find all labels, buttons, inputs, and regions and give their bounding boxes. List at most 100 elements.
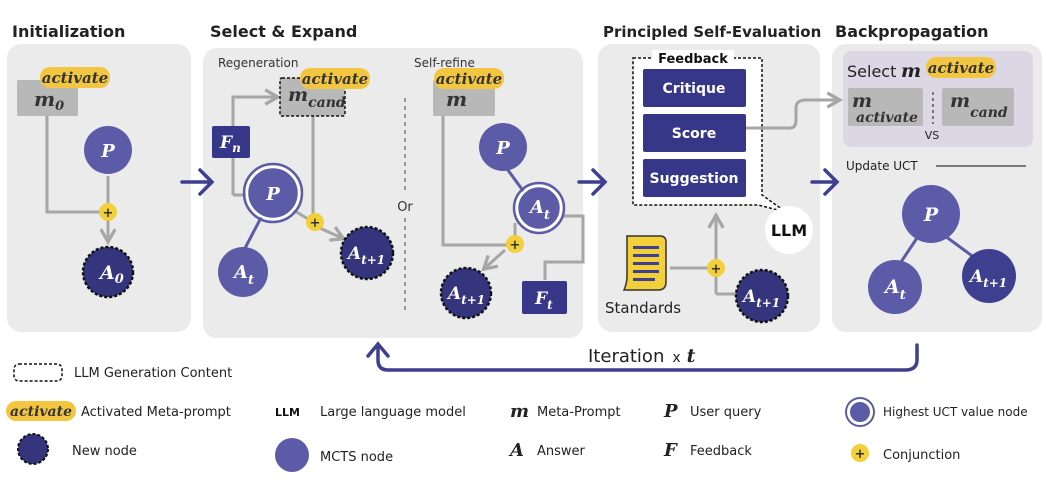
legend-highest-uct-label: Highest UCT value node: [883, 405, 1028, 419]
conjunction-icon: [506, 235, 524, 253]
select-label: Select: [847, 62, 896, 81]
node-p-label: P: [495, 138, 510, 159]
legend-new-node-swatch: [17, 433, 49, 465]
legend-user-query-label: User query: [690, 405, 762, 420]
self-refine-label: Self-refine: [414, 56, 475, 70]
legend-llm-content-swatch: [13, 363, 63, 382]
at-label: At: [232, 262, 254, 288]
regeneration-label: Regeneration: [218, 56, 298, 70]
conjunction-icon: [707, 259, 725, 277]
legend-highest-uct-swatch: [848, 400, 872, 424]
node-p-label: P: [923, 204, 939, 226]
m-label: m: [446, 87, 467, 111]
at1-label: At+1: [446, 284, 485, 307]
node-p: [479, 123, 527, 171]
legend-activate-swatch: [6, 401, 76, 421]
legend-meta-prompt-label: Meta-Prompt: [537, 405, 621, 420]
legend-feedback-label: Feedback: [690, 444, 752, 459]
stage-arrow-3: [810, 168, 840, 196]
node-at1: [962, 249, 1016, 303]
highest-uct-node-p: [245, 165, 301, 221]
at1-label: At+1: [346, 244, 385, 267]
self-evaluation-group: Feedback Critique Score Suggestion LLM S…: [605, 50, 844, 324]
feedback-item-score-label: Score: [672, 126, 716, 142]
llm-badge-label: LLM: [771, 221, 807, 240]
feedback-title: Feedback: [658, 52, 728, 67]
m-activate-sub: activate: [856, 110, 918, 126]
self-refine-group: Self-refine m activate P At + At+1 Ft: [414, 56, 585, 320]
m-cand-label: mcand: [950, 90, 1008, 121]
section-title-initialization: Initialization: [12, 22, 125, 41]
fn-label: Fn: [219, 133, 241, 155]
at-label: At: [528, 197, 550, 223]
legend-m-symbol: m: [510, 401, 529, 422]
legend-llm-content-label: LLM Generation Content: [74, 366, 232, 381]
update-uct-label: Update UCT: [846, 159, 918, 173]
conjunction-icon: [99, 203, 117, 221]
node-at: [868, 260, 922, 314]
at-label: At: [883, 276, 906, 303]
legend-p-symbol: P: [663, 401, 678, 422]
at1-label: At+1: [741, 287, 780, 310]
new-node-a0: [81, 245, 135, 299]
init-group: m0 activate P + A0: [17, 67, 135, 299]
legend-conjunction-plus: +: [855, 447, 866, 462]
legend-new-node-label: New node: [72, 444, 137, 459]
stage-arrow-1: [180, 168, 215, 196]
meta-prompt-box-m0: [17, 80, 78, 116]
legend-a-symbol: A: [508, 440, 524, 461]
node-p-label: P: [100, 141, 115, 162]
llm-badge: [765, 206, 813, 254]
activate-badge: [434, 68, 504, 89]
m-activate-label: m: [852, 90, 872, 112]
activate-badge-text: activate: [928, 59, 994, 77]
legend-activate-swatch-text: activate: [10, 404, 72, 420]
legend-mcts-node-swatch: [275, 438, 309, 472]
node-p: [902, 185, 960, 243]
node-p: [84, 126, 132, 174]
m0-label: m0: [34, 87, 64, 114]
new-node-at1: [439, 266, 493, 320]
standards-label: Standards: [605, 299, 681, 317]
meta-prompt-box-m-activate: [848, 88, 923, 126]
node-at: [218, 247, 268, 297]
conjunction-plus: +: [510, 238, 521, 253]
conjunction-plus: +: [103, 206, 114, 221]
legend-activated-meta-label: Activated Meta-prompt: [81, 405, 231, 420]
at1-label: At+1: [968, 267, 1007, 290]
legend-llm-abbr: LLM: [275, 406, 300, 419]
node-p-label: P: [265, 184, 280, 205]
feedback-item-suggestion-label: Suggestion: [650, 171, 739, 187]
stage-arrow-2: [577, 168, 608, 196]
section-title-self-evaluation: Principled Self-Evaluation: [603, 23, 821, 41]
section-title-backpropagation: Backpropagation: [835, 22, 988, 41]
legend-llm-full: Large language model: [320, 405, 466, 420]
legend-conjunction-label: Conjunction: [883, 448, 960, 463]
legend-f-symbol: F: [663, 440, 678, 461]
mcand-label: mcand: [288, 84, 346, 111]
legend: LLM Generation Content activate Activate…: [6, 363, 1028, 472]
feedback-box-fn: [212, 126, 250, 158]
highest-uct-node-at: [515, 184, 563, 232]
legend-conjunction-swatch: [851, 444, 869, 462]
new-node-at1: [339, 225, 395, 281]
regeneration-group: Regeneration Fn mcand activate P At + At…: [212, 56, 395, 297]
conjunction-plus: +: [310, 216, 321, 231]
feedback-item-critique: [643, 69, 746, 107]
legend-mcts-node-label: MCTS node: [320, 450, 393, 465]
section-title-select-expand: Select & Expand: [210, 22, 357, 41]
conjunction-icon: [306, 213, 324, 231]
activate-badge-text: activate: [302, 70, 368, 88]
legend-answer-label: Answer: [537, 444, 586, 459]
feedback-item-score: [643, 114, 746, 152]
feedback-box-ft: [522, 281, 567, 314]
activate-badge-text: activate: [42, 69, 108, 87]
activate-badge-text: activate: [436, 70, 502, 88]
activate-badge: [300, 68, 370, 89]
meta-prompt-box-m-cand: [942, 88, 1014, 126]
select-m-symbol: m: [901, 60, 921, 82]
iteration-loop-arrow: [366, 341, 919, 372]
new-node-at1: [734, 268, 790, 324]
